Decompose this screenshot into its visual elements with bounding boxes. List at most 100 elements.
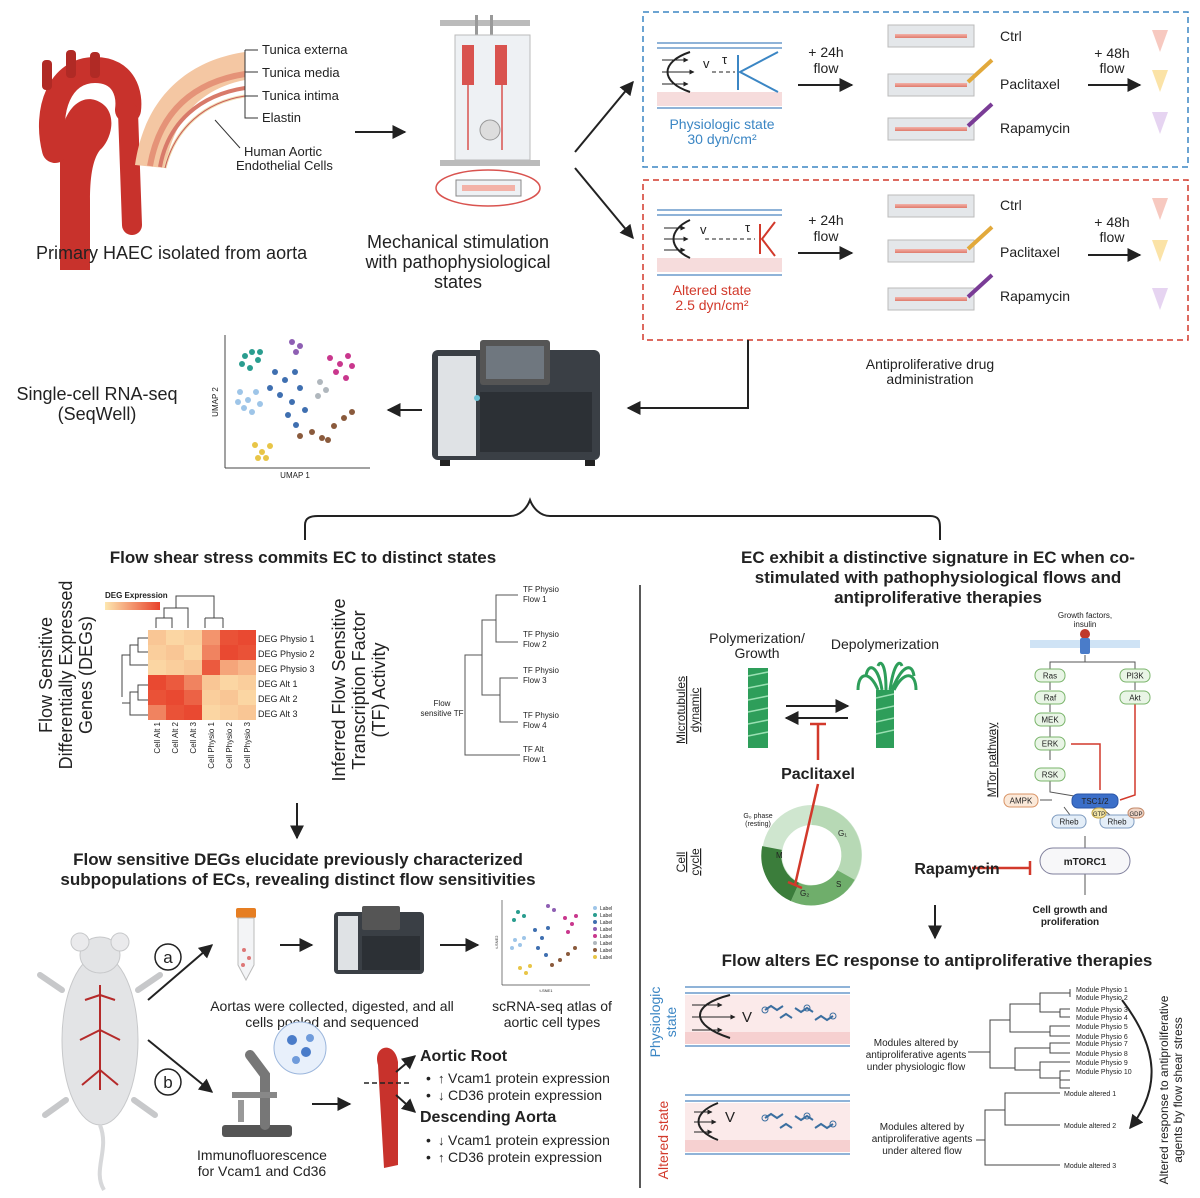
altered-module-label: Module altered 2 xyxy=(1064,1123,1116,1130)
section-brace xyxy=(304,497,941,540)
tsne-legend-label: Label xyxy=(600,906,612,912)
tsne-legend-label: Label xyxy=(600,941,612,947)
polymerization-label-1: Polymerization/ xyxy=(709,630,805,646)
heatmap-cell xyxy=(202,705,220,720)
physiologic-state-box xyxy=(642,11,1189,168)
heatmap-cell xyxy=(220,690,238,705)
tsne-plot xyxy=(501,900,590,986)
layer-externa-label: Tunica externa xyxy=(262,42,348,57)
tsne-legend-swatch xyxy=(593,913,597,917)
pathway-node xyxy=(1034,712,1066,727)
physio-ctrl-label: Ctrl xyxy=(1000,28,1022,44)
pathway-node-label: AMPK xyxy=(1010,797,1033,806)
tsne-legend-label: Label xyxy=(600,913,612,919)
pathway-node xyxy=(1034,767,1066,782)
heatmap-cell xyxy=(166,675,184,690)
physio-module-label: Module Physio 7 xyxy=(1076,1041,1128,1048)
heatmap-cell xyxy=(220,675,238,690)
heatmap-cell xyxy=(202,645,220,660)
tf-root-label-2: sensitive TF xyxy=(421,709,464,718)
pathway-node-label: MEK xyxy=(1041,716,1059,725)
heatmap-cell xyxy=(202,675,220,690)
physio-module-label: Module Physio 1 xyxy=(1076,987,1128,994)
polymerization-label-2: Growth xyxy=(734,645,779,661)
heatmap-row-label: DEG Physio 2 xyxy=(258,649,315,659)
drug-admin-label-2: administration xyxy=(886,371,973,387)
deg-title-1: Flow Sensitive xyxy=(36,617,56,733)
left-panel-title: Flow shear stress commits EC to distinct… xyxy=(110,548,496,567)
physio-module-label: Module Physio 2 xyxy=(1076,995,1128,1002)
heatmap-cell xyxy=(184,675,202,690)
heatmap-cell xyxy=(220,645,238,660)
erk-inhibit-tsc xyxy=(1071,743,1101,790)
tsne-legend-label: Label xyxy=(600,934,612,940)
microtubules-label-2: dynamic xyxy=(688,688,702,733)
heatmap-cell xyxy=(238,705,256,720)
physio-rapamycin-label: Rapamycin xyxy=(1000,120,1070,136)
arrow-to-microscope xyxy=(147,1039,214,1093)
down-arrow-icon: ↓ xyxy=(438,1088,445,1103)
altered-response-arrow xyxy=(1121,999,1153,1130)
side-note-1: Altered response to antiproliferative xyxy=(1157,995,1171,1184)
tf-leaf-label: TF Physio xyxy=(523,630,560,639)
pathway-node xyxy=(1034,668,1066,683)
heatmap-cell xyxy=(148,675,166,690)
tf-leaf-label: Flow 2 xyxy=(523,640,547,649)
altered-time2-label-2: flow xyxy=(1100,229,1126,245)
step-a-circle xyxy=(154,943,182,971)
heatmap-cell xyxy=(202,630,220,645)
altered-ctrl-label: Ctrl xyxy=(1000,197,1022,213)
if-caption-1: Immunofluorescence xyxy=(197,1147,327,1163)
altered-rapamycin-label: Rapamycin xyxy=(1000,288,1070,304)
pathway-node-label: ERK xyxy=(1042,740,1059,749)
left-subtitle-1: Flow sensitive DEGs elucidate previously… xyxy=(73,850,523,869)
physio-tau-symbol: τ xyxy=(722,52,728,67)
tsne-legend-swatch xyxy=(593,927,597,931)
physio-time-label-1: + 24h xyxy=(808,44,843,60)
sequencer-illustration xyxy=(432,340,600,466)
pathway-node-label: Akt xyxy=(1129,694,1141,703)
umap-plot xyxy=(224,335,370,469)
heatmap-cell xyxy=(220,705,238,720)
physio-shear-value: 30 dyn/cm² xyxy=(687,131,757,147)
heatmap-cell xyxy=(202,690,220,705)
growth-factors-label-1: Growth factors, xyxy=(1058,611,1112,620)
arrow-to-falcon xyxy=(147,944,214,1001)
up-arrow-icon: ↑ xyxy=(438,1071,445,1086)
heatmap-cell xyxy=(184,690,202,705)
depolymerization-label: Depolymerization xyxy=(831,636,939,652)
pathway-node-label: Rheb xyxy=(1059,818,1079,827)
altered-velocity-label: V xyxy=(725,1109,735,1126)
tsne-legend-swatch xyxy=(593,934,597,938)
aortic-root-label: Aortic Root xyxy=(420,1048,508,1065)
physio-vessel-diagram xyxy=(657,42,782,109)
tf-leaf-label: TF Physio xyxy=(523,711,560,720)
right-title-1: EC exhibit a distinctive signature in EC… xyxy=(741,548,1135,567)
heatmap-cell xyxy=(238,630,256,645)
altered-modules-label-3: under altered flow xyxy=(882,1146,962,1157)
layer-intima-label: Tunica intima xyxy=(262,88,340,103)
haec-label-1: Human Aortic xyxy=(244,144,323,159)
tsne-legend-label: Label xyxy=(600,927,612,933)
altered-modules-label-2: antiproliferative agents xyxy=(872,1134,973,1145)
pathway-node xyxy=(1051,814,1087,829)
growth-factors-label-2: insulin xyxy=(1074,620,1097,629)
g0-phase-label: G₀ phase xyxy=(743,813,772,820)
altered-tau-symbol: τ xyxy=(745,220,751,235)
physio-flow-vessel xyxy=(685,986,850,1047)
tf-leaf-label: Flow 4 xyxy=(523,721,547,730)
tf-leaf-label: Flow 1 xyxy=(523,595,547,604)
altered-modules-label-1: Modules altered by xyxy=(880,1122,965,1133)
physio-velocity-label: V xyxy=(742,1009,752,1026)
pathway-node-label: Rheb xyxy=(1107,818,1127,827)
pathway-node-label: Ras xyxy=(1043,672,1057,681)
deg-legend-label: DEG Expression xyxy=(105,591,168,600)
desc-item-2: CD36 protein expression xyxy=(448,1149,602,1165)
heatmap-grid xyxy=(148,630,256,720)
altered-module-label: Module altered 1 xyxy=(1064,1091,1116,1098)
root-bullet-2: • xyxy=(426,1087,431,1103)
pathway-node xyxy=(1034,690,1066,705)
vessel-wall-crosssection xyxy=(135,52,246,169)
tsne-legend-label: Label xyxy=(600,955,612,961)
akt-inhibit-tsc xyxy=(1119,704,1136,801)
